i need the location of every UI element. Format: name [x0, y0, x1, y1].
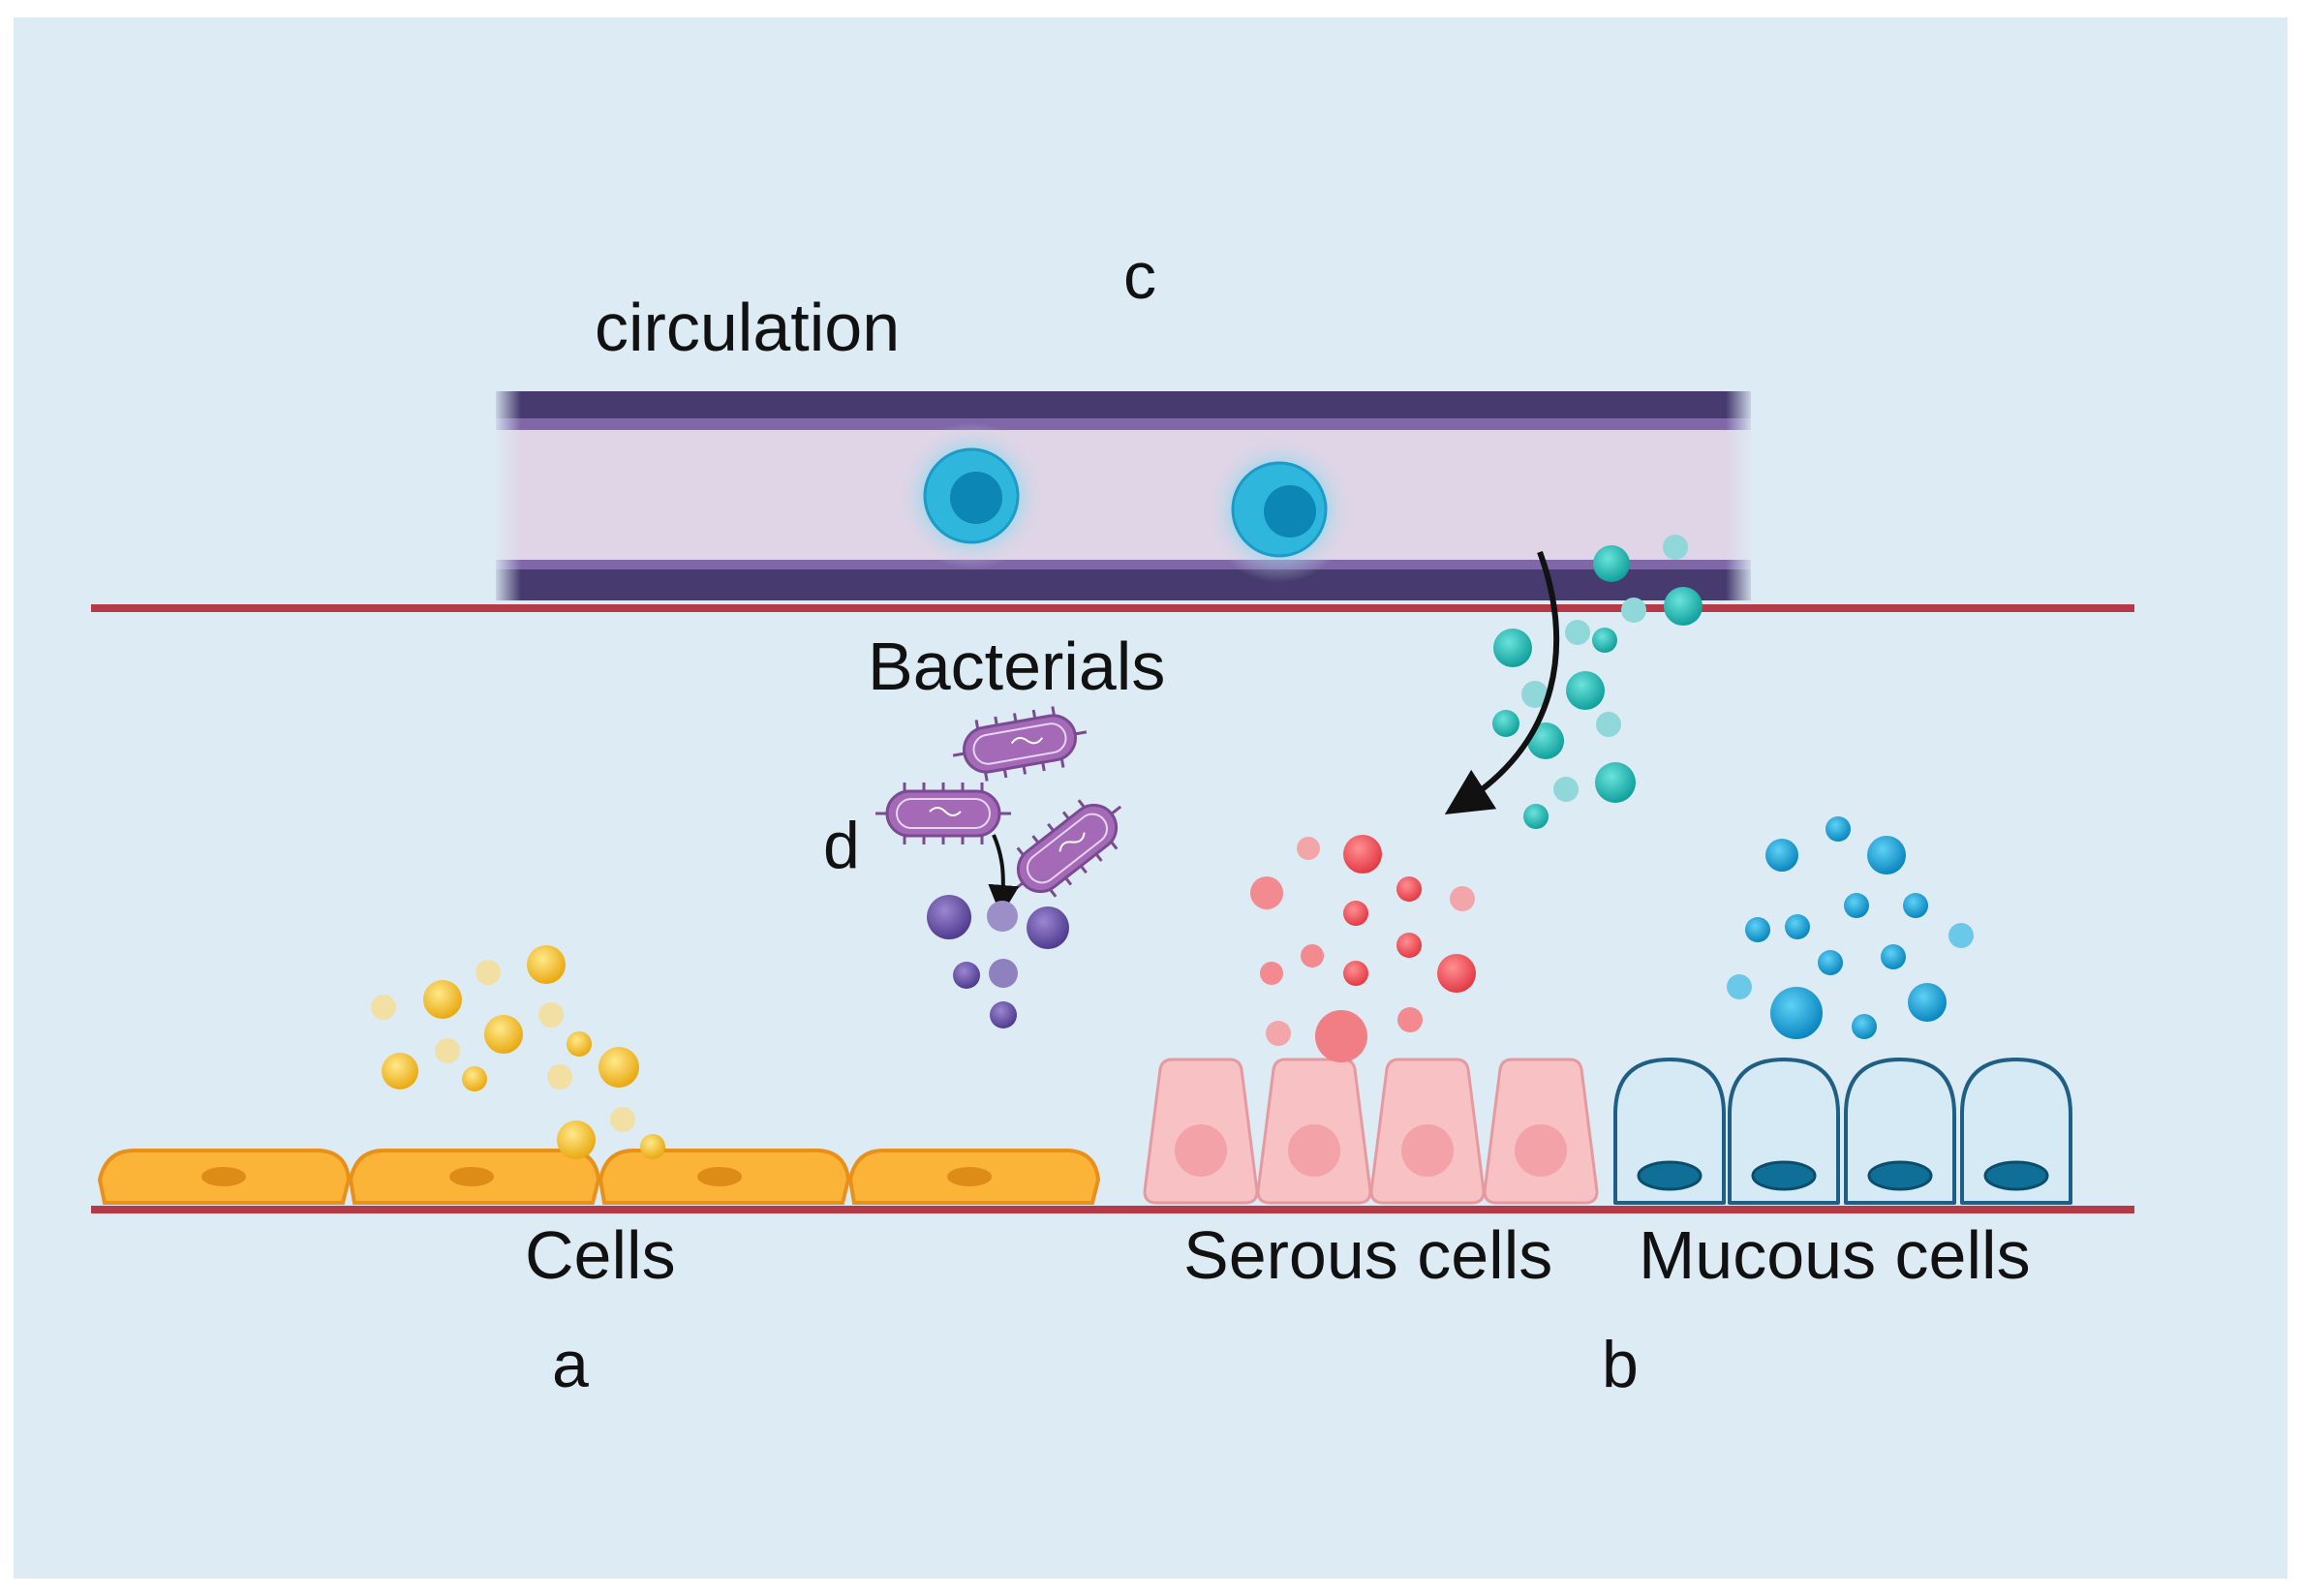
mucous-cell-icon — [1960, 1058, 2072, 1205]
purple-particles — [927, 895, 1069, 1028]
diagram-background — [14, 17, 2287, 1579]
serous-cells-label: Serous cells — [1183, 1217, 1552, 1293]
panel-letter-a: a — [552, 1328, 589, 1401]
bacteria-icon — [875, 783, 1011, 844]
serous-cell-icon — [1143, 1058, 1259, 1205]
bacteria-group — [875, 706, 1122, 898]
arrow-icon — [988, 834, 1020, 916]
mucous-cells — [1613, 1058, 2072, 1205]
serous-cell-icon — [1369, 1058, 1486, 1205]
yellow-particles — [371, 945, 665, 1159]
blood-vessel — [492, 387, 1755, 604]
bacteria-icon — [952, 706, 1088, 782]
serous-cell-icon — [1483, 1058, 1599, 1205]
panel-letter-b: b — [1602, 1328, 1639, 1401]
teal-particles — [1492, 535, 1703, 829]
flat-cell-icon — [348, 1149, 601, 1205]
mucous-cell-icon — [1728, 1058, 1840, 1205]
bacterials-label: Bacterials — [868, 629, 1165, 704]
flat-cell-icon — [97, 1149, 352, 1205]
panel-letter-d: d — [823, 809, 860, 882]
cells-label: Cells — [525, 1217, 676, 1293]
flat-cell-icon — [847, 1149, 1101, 1205]
serous-cells — [1143, 1058, 1599, 1205]
serous-cell-icon — [1256, 1058, 1372, 1205]
red-particles — [1250, 835, 1476, 1062]
bacteria-icon — [1012, 799, 1122, 898]
arrow-icon — [1444, 550, 1560, 814]
circulation-label: circulation — [595, 290, 900, 365]
flat-cells — [97, 1149, 1101, 1205]
mucous-cell-icon — [1844, 1058, 1956, 1205]
blue-particles — [1727, 816, 1974, 1039]
mucous-cells-label: Mucous cells — [1639, 1217, 2031, 1293]
mucous-cell-icon — [1613, 1058, 1726, 1205]
blood-cell-icon — [1206, 436, 1353, 583]
blood-cell-icon — [898, 422, 1045, 569]
panel-letter-c: c — [1123, 239, 1156, 313]
flat-cell-icon — [598, 1149, 851, 1205]
